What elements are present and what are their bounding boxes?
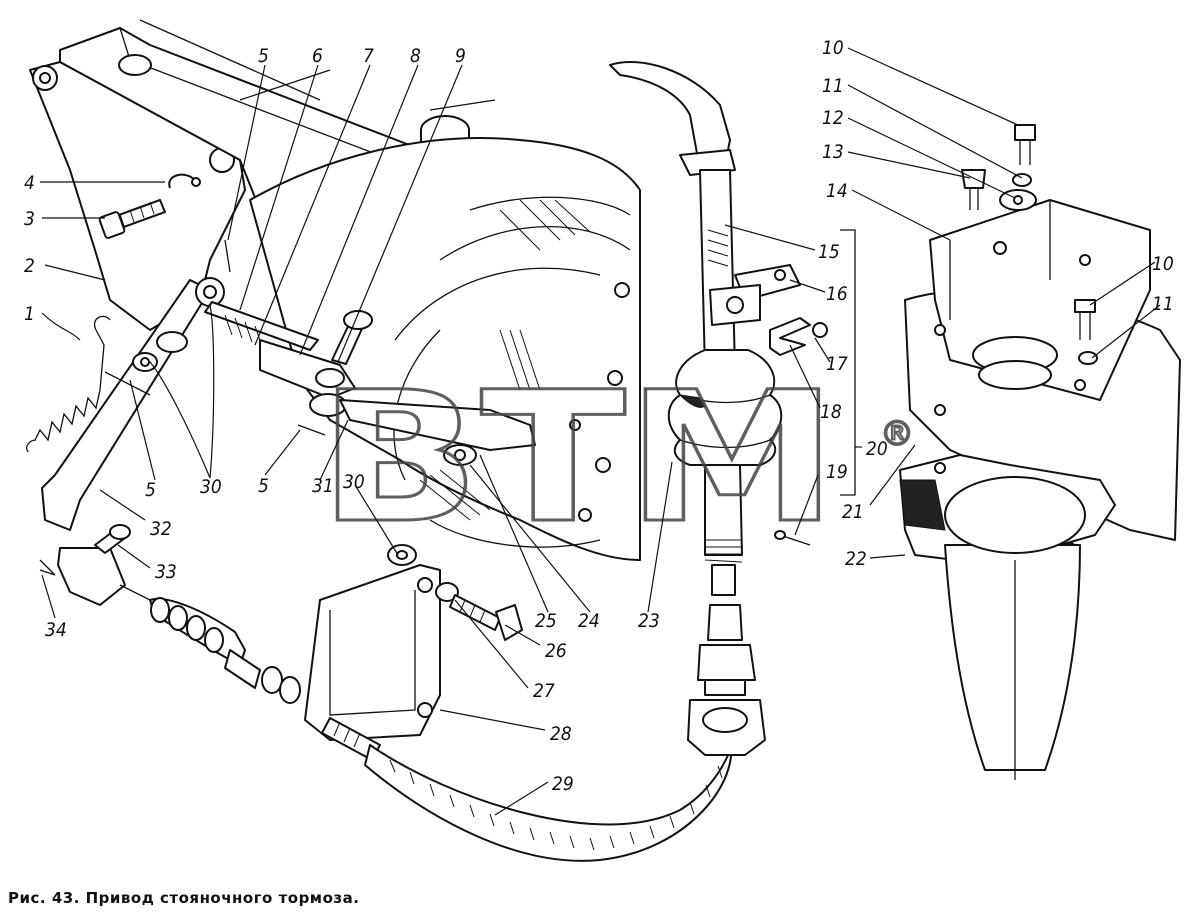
figure-caption: Рис. 43. Привод стояночного тормоза. <box>8 889 360 907</box>
callout-2: 2 <box>24 255 35 277</box>
callout-27: 27 <box>533 680 555 702</box>
callout-20: 20 <box>866 438 888 460</box>
callout-11b: 11 <box>1152 293 1174 315</box>
callout-12: 12 <box>822 107 844 129</box>
callout-1: 1 <box>24 303 35 325</box>
callout-10b: 10 <box>1152 253 1174 275</box>
callout-labels: 1 2 3 4 5 5 5 6 7 8 9 10 10 11 11 12 13 … <box>24 37 1174 795</box>
mount-bracket <box>899 124 1181 780</box>
callout-21: 21 <box>842 501 864 523</box>
callout-26: 26 <box>545 640 567 662</box>
callout-17: 17 <box>826 353 848 375</box>
callout-33: 33 <box>155 561 177 583</box>
callout-15: 15 <box>818 241 840 263</box>
callout-23: 23 <box>638 610 660 632</box>
callout-30a: 30 <box>200 476 222 498</box>
callout-34: 34 <box>45 619 67 641</box>
callout-9: 9 <box>455 45 466 67</box>
callout-10a: 10 <box>822 37 844 59</box>
callout-5b: 5 <box>145 479 156 501</box>
callout-5c: 5 <box>258 475 269 497</box>
callout-4: 4 <box>24 172 35 194</box>
callout-16: 16 <box>826 283 848 305</box>
callout-29: 29 <box>552 773 574 795</box>
watermark: BTM ® <box>317 353 916 565</box>
callout-14: 14 <box>826 180 848 202</box>
gearbox-housing <box>29 19 641 561</box>
watermark-registered-mark: ® <box>880 414 914 454</box>
lever-linkage <box>26 173 536 606</box>
callout-8: 8 <box>410 45 421 67</box>
leader-lines <box>40 47 1161 816</box>
callout-22: 22 <box>845 548 867 570</box>
callout-13: 13 <box>822 141 844 163</box>
callout-24: 24 <box>578 610 600 632</box>
callout-32: 32 <box>150 518 172 540</box>
callout-7: 7 <box>363 45 374 67</box>
callout-28: 28 <box>550 723 572 745</box>
callout-30b: 30 <box>343 471 365 493</box>
callout-18: 18 <box>820 401 842 423</box>
callout-19: 19 <box>826 461 848 483</box>
callout-5a: 5 <box>258 45 269 67</box>
callout-31: 31 <box>312 475 334 497</box>
hand-lever <box>609 61 856 756</box>
watermark-text: BTM <box>318 354 838 563</box>
callout-3: 3 <box>24 208 35 230</box>
cable-assembly <box>119 544 735 862</box>
callout-11a: 11 <box>822 75 844 97</box>
callout-6: 6 <box>312 45 323 67</box>
callout-25: 25 <box>535 610 557 632</box>
